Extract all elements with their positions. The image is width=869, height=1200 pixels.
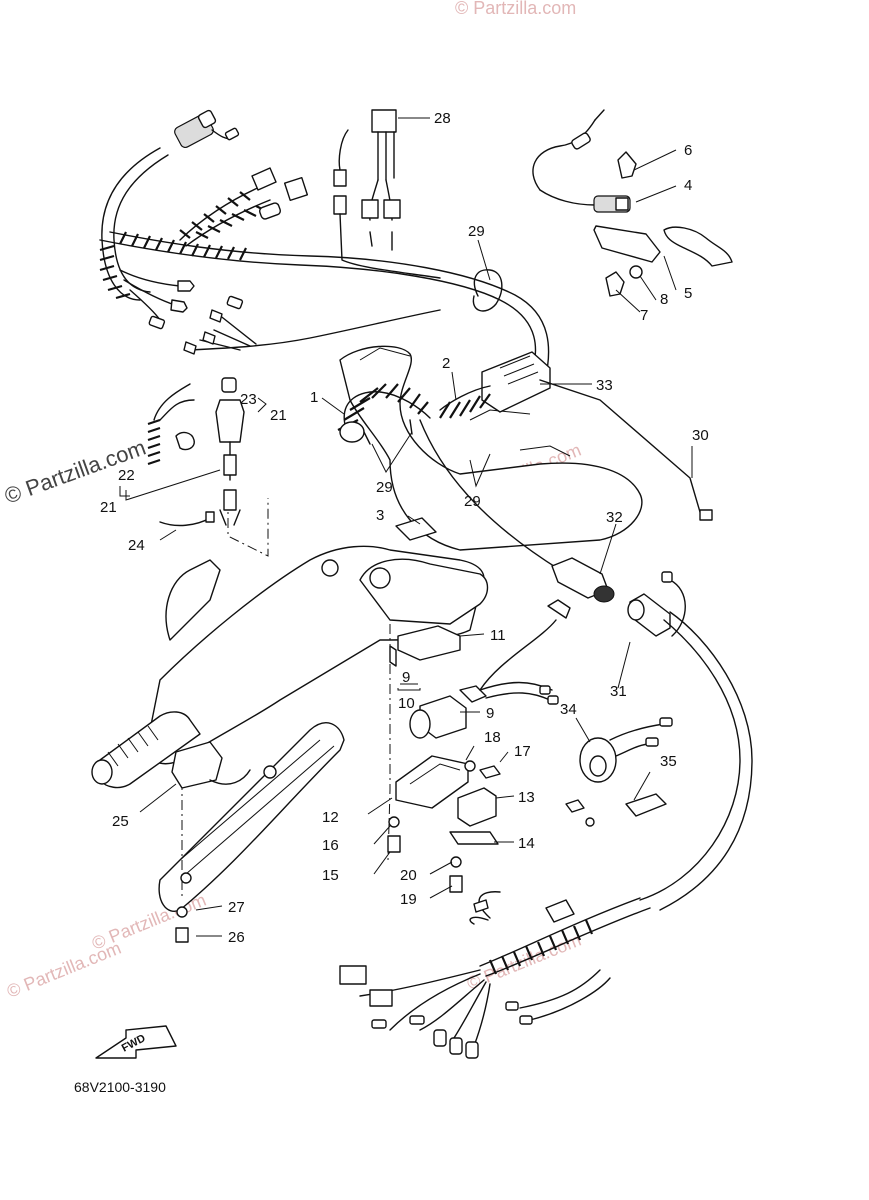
part-11-cover — [397, 625, 461, 661]
centerline-21 — [227, 498, 269, 557]
part-26-bolt — [175, 927, 189, 943]
callout-32: 32 — [606, 509, 623, 526]
part-17-screw — [479, 765, 501, 779]
part-12-bracket — [395, 755, 469, 809]
part-27-washer — [176, 906, 188, 918]
callout-29-left: 29 — [376, 479, 393, 496]
part-8-washer — [629, 265, 643, 279]
part-34-buzzer — [565, 717, 673, 827]
part-7-bolt — [605, 271, 625, 297]
part-30-lead-connector — [699, 509, 713, 521]
callout-12: 12 — [322, 809, 339, 826]
lower-harness — [339, 891, 651, 1059]
part-20-washer — [450, 856, 462, 868]
callout-33: 33 — [596, 377, 613, 394]
callout-28: 28 — [434, 110, 451, 127]
callout-20: 20 — [400, 867, 417, 884]
callout-18: 18 — [484, 729, 501, 746]
callout-10: 10 — [398, 695, 415, 712]
part-code: 68V2100-3190 — [74, 1079, 166, 1095]
tiller-handle — [91, 545, 489, 912]
part-32-connector — [419, 419, 615, 619]
callout-1: 1 — [310, 389, 318, 406]
leader-lines — [125, 117, 693, 937]
callout-9-right: 9 — [486, 705, 494, 722]
callout-14: 14 — [518, 835, 535, 852]
part-5-bracket — [593, 225, 661, 263]
part-3-plate — [395, 517, 437, 541]
bracket-21 — [119, 486, 130, 497]
callout-15: 15 — [322, 867, 339, 884]
callout-7: 7 — [640, 307, 648, 324]
lower-coupler-a — [339, 965, 367, 985]
callout-4: 4 — [684, 177, 692, 194]
callout-30: 30 — [692, 427, 709, 444]
part-1-grommet — [337, 383, 431, 445]
center-small-parts — [387, 619, 559, 893]
part-35-bracket — [625, 793, 667, 817]
coupler-28 — [371, 109, 397, 133]
harness-coupler-a — [251, 167, 277, 191]
part-19-bolt — [449, 875, 463, 893]
callout-19: 19 — [400, 891, 417, 908]
callout-24: 24 — [128, 537, 145, 554]
callout-13: 13 — [518, 789, 535, 806]
sender-assembly — [532, 109, 733, 297]
callout-21-bottom: 21 — [100, 499, 117, 516]
harness-coupler-b — [283, 176, 309, 202]
callout-25: 25 — [112, 813, 129, 830]
callout-5: 5 — [684, 285, 692, 302]
callout-16: 16 — [322, 837, 339, 854]
bracket-9-10 — [397, 688, 421, 691]
part-28-sub-harness — [333, 109, 441, 279]
callout-6: 6 — [684, 142, 692, 159]
watermark-faint-top: © Partzilla.com — [455, 0, 576, 18]
callout-2: 2 — [442, 355, 450, 372]
callout-31: 31 — [610, 683, 627, 700]
callout-numbers: 28 6 4 5 8 7 29 2 33 1 23 21 22 30 29 29… — [112, 110, 709, 946]
lower-coupler-b — [369, 989, 393, 1007]
part-15-bolt — [387, 835, 401, 853]
part-22-clip — [175, 431, 195, 451]
grip — [99, 711, 201, 789]
part-23-cap — [221, 377, 237, 393]
callout-34: 34 — [560, 701, 577, 718]
part-25-meter — [171, 741, 251, 943]
part-14-plate — [449, 831, 499, 845]
callout-11: 11 — [490, 627, 506, 644]
callout-9-top: 9 — [402, 669, 410, 686]
center-switch-assembly — [339, 345, 713, 551]
callout-8: 8 — [660, 291, 668, 308]
callout-21-top: 21 — [270, 407, 287, 424]
centerline-12 — [387, 624, 391, 861]
callout-29-right: 29 — [464, 493, 481, 510]
callout-23: 23 — [240, 391, 257, 408]
part-31-connector — [627, 571, 753, 911]
callout-29-top: 29 — [468, 223, 485, 240]
callout-26: 26 — [228, 929, 245, 946]
part-16-washer — [388, 816, 400, 828]
part-18-washer — [464, 760, 476, 772]
main-harness — [99, 109, 550, 381]
callout-17: 17 — [514, 743, 531, 760]
callout-35: 35 — [660, 753, 677, 770]
callout-3: 3 — [376, 507, 384, 524]
stop-switch-assembly — [147, 377, 245, 527]
fwd-arrow: FWD — [95, 1025, 177, 1059]
part-33-switch — [481, 351, 551, 413]
callout-22: 22 — [118, 467, 135, 484]
part-6-clip — [617, 151, 637, 179]
part-24-cable-tie — [159, 517, 211, 527]
callout-27: 27 — [228, 899, 245, 916]
part-29-clamp-top — [472, 269, 503, 312]
part-13-solenoid — [457, 787, 497, 827]
